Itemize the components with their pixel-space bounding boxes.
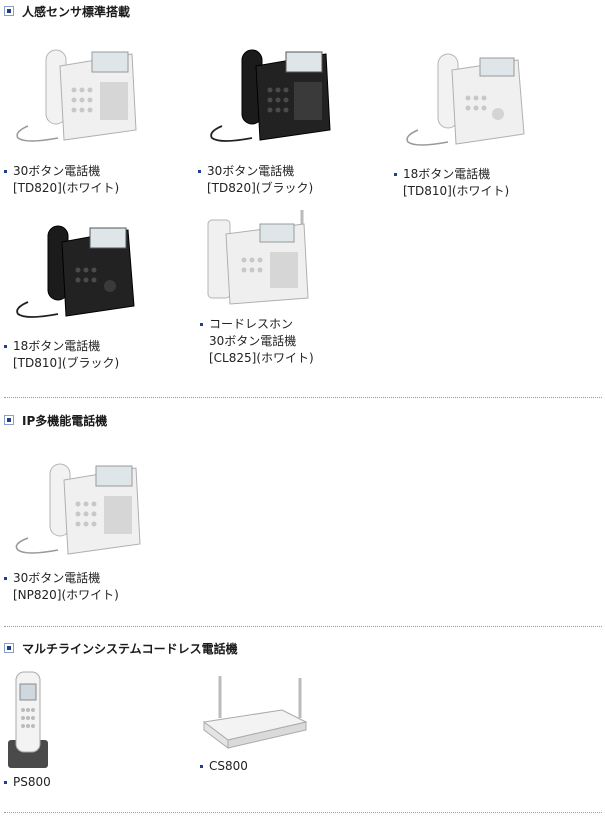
- product-caption: PS800: [4, 774, 51, 791]
- product-caption: CS800: [200, 758, 248, 775]
- section-title-text: マルチラインシステムコードレス電話機: [22, 641, 238, 656]
- section-bullet-icon: [4, 6, 14, 16]
- section-divider: [4, 397, 602, 398]
- caption-line: [CL825](ホワイト): [209, 351, 314, 365]
- caption-line: [TD810](ホワイト): [403, 184, 510, 198]
- caption-line: 30ボタン電話機: [209, 334, 297, 348]
- handset-icon: [8, 671, 48, 768]
- section-title-ip: IP多機能電話機: [4, 411, 107, 429]
- caption-line: [TD820](ホワイト): [13, 181, 120, 195]
- phone-white-30-icon: [16, 49, 137, 142]
- section-divider: [4, 626, 602, 627]
- phone-black-30-icon: [210, 49, 331, 142]
- caption-line: [NP820](ホワイト): [13, 588, 119, 602]
- phone-black-18-icon: [16, 225, 135, 318]
- section-title-sensor: 人感センサ標準搭載: [4, 2, 130, 20]
- caption-line: [TD820](ブラック): [207, 181, 314, 195]
- product-caption: コードレスホン 30ボタン電話機 [CL825](ホワイト): [200, 316, 314, 367]
- section-bullet-icon: [4, 643, 14, 653]
- cordless-phone-icon: [207, 210, 309, 305]
- caption-line: 30ボタン電話機: [4, 163, 119, 180]
- caption-line: PS800: [4, 774, 51, 791]
- section-title-text: IP多機能電話機: [22, 413, 108, 428]
- product-caption: 18ボタン電話機 [TD810](ホワイト): [394, 166, 509, 200]
- caption-line: 18ボタン電話機: [4, 338, 119, 355]
- phone-white-18-icon: [406, 53, 525, 146]
- product-caption: 30ボタン電話機 [TD820](ホワイト): [4, 163, 119, 197]
- product-caption: 30ボタン電話機 [NP820](ホワイト): [4, 570, 119, 604]
- product-caption: 18ボタン電話機 [TD810](ブラック): [4, 338, 119, 372]
- caption-line: CS800: [200, 758, 248, 775]
- caption-line: [TD810](ブラック): [13, 356, 120, 370]
- caption-line: 30ボタン電話機: [198, 163, 313, 180]
- section-divider: [4, 812, 602, 813]
- caption-line: 18ボタン電話機: [394, 166, 509, 183]
- base-station-icon: [202, 676, 308, 749]
- section-title-multiline: マルチラインシステムコードレス電話機: [4, 639, 238, 657]
- caption-line: 30ボタン電話機: [4, 570, 119, 587]
- ip-phone-white-icon: [15, 463, 141, 555]
- product-caption: 30ボタン電話機 [TD820](ブラック): [198, 163, 313, 197]
- section-bullet-icon: [4, 415, 14, 425]
- section-title-text: 人感センサ標準搭載: [22, 4, 131, 19]
- caption-line: コードレスホン: [200, 316, 314, 333]
